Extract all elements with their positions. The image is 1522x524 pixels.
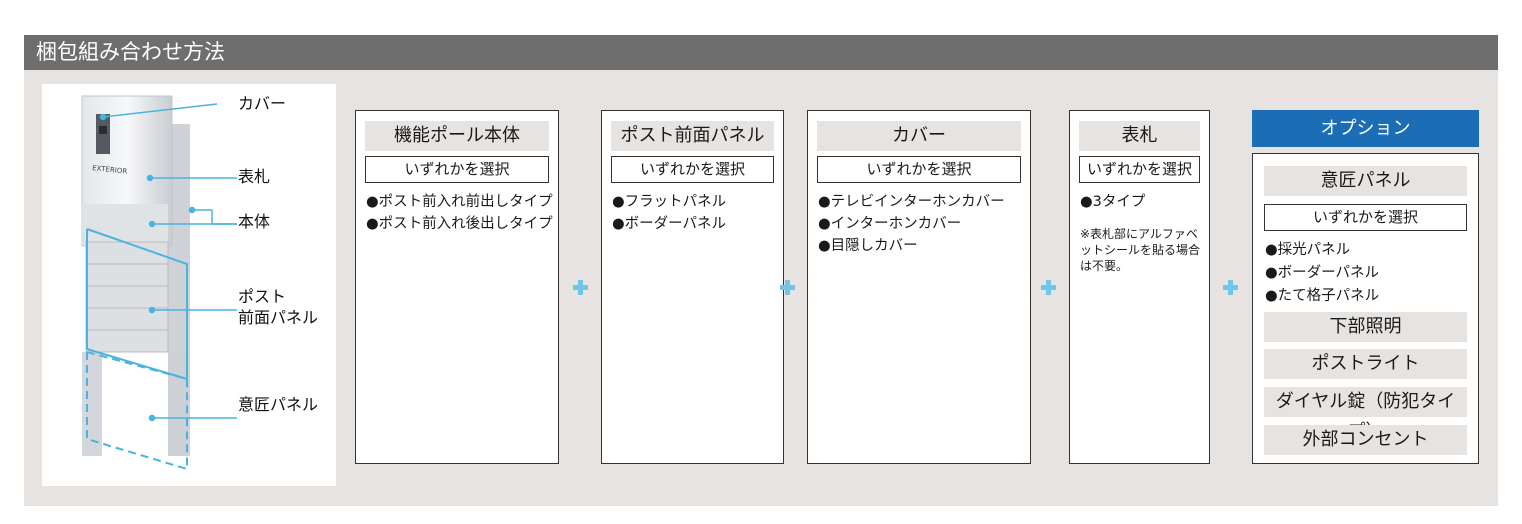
- option-outlet: 外部コンセント: [1264, 425, 1467, 455]
- item-list: ●採光パネル ●ボーダーパネル ●たて格子パネル: [1265, 239, 1379, 308]
- column-front-panel: ポスト前面パネル いずれかを選択 ●フラットパネル ●ボーダーパネル: [601, 110, 784, 464]
- option-tab: オプション: [1252, 110, 1479, 147]
- callout-cover: カバー: [238, 94, 287, 113]
- plus-icon: [1223, 280, 1238, 295]
- list-item: ●3タイプ: [1080, 194, 1146, 210]
- list-item: ●たて格子パネル: [1265, 288, 1380, 304]
- column-title: カバー: [817, 121, 1021, 151]
- list-item: ●ボーダーパネル: [612, 216, 727, 232]
- select-label: いずれかを選択: [365, 156, 549, 183]
- column-cover: カバー いずれかを選択 ●テレビインターホンカバー ●インターホンカバー ●目隠…: [807, 110, 1031, 464]
- post-pole-illustration: EXTERIOR: [81, 95, 237, 471]
- list-item: ●テレビインターホンカバー: [818, 194, 1005, 210]
- callout-nameplate: 表札: [238, 167, 271, 186]
- callout-post: ポスト 前面パネル: [238, 286, 318, 328]
- list-item: ●ポスト前入れ後出しタイプ: [366, 216, 553, 232]
- nameplate-note: ※表札部にアルファベットシールを貼る場合は不要。: [1080, 227, 1201, 273]
- list-item: ●フラットパネル: [612, 194, 727, 210]
- item-list: ●ポスト前入れ前出しタイプ ●ポスト前入れ後出しタイプ: [366, 191, 553, 235]
- list-item: ●採光パネル: [1265, 242, 1351, 258]
- list-item: ●ボーダーパネル: [1265, 265, 1380, 281]
- item-list: ●フラットパネル ●ボーダーパネル: [612, 191, 726, 235]
- list-item: ●インターホンカバー: [818, 216, 962, 232]
- column-title: 機能ポール本体: [365, 121, 549, 151]
- option-lower-light: 下部照明: [1264, 312, 1467, 342]
- column-title: ポスト前面パネル: [611, 121, 774, 151]
- item-list: ●テレビインターホンカバー ●インターホンカバー ●目隠しカバー: [818, 191, 1005, 257]
- option-box: 意匠パネル いずれかを選択 ●採光パネル ●ボーダーパネル ●たて格子パネル 下…: [1252, 153, 1479, 464]
- callout-post-line1: ポスト: [238, 287, 287, 306]
- option-post-light: ポストライト: [1264, 349, 1467, 379]
- section-title: 梱包組み合わせ方法: [36, 40, 225, 64]
- section-header: 梱包組み合わせ方法: [24, 35, 1498, 70]
- plus-icon: [1041, 280, 1056, 295]
- product-photo: EXTERIOR: [42, 84, 336, 486]
- callout-post-line2: 前面パネル: [238, 308, 319, 327]
- list-item: ●目隠しカバー: [818, 238, 918, 254]
- option-dial-lock: ダイヤル錠（防犯タイプ）: [1264, 387, 1467, 442]
- option-design-panel-title: 意匠パネル: [1264, 166, 1467, 196]
- svg-text:EXTERIOR: EXTERIOR: [92, 164, 128, 176]
- column-pole-body: 機能ポール本体 いずれかを選択 ●ポスト前入れ前出しタイプ ●ポスト前入れ後出し…: [355, 110, 559, 464]
- select-label: いずれかを選択: [611, 156, 774, 183]
- column-nameplate: 表札 いずれかを選択 ●3タイプ ※表札部にアルファベットシールを貼る場合は不要…: [1069, 110, 1210, 464]
- column-title: 表札: [1079, 121, 1200, 151]
- item-list: ●3タイプ: [1080, 191, 1145, 213]
- callout-body: 本体: [238, 212, 271, 231]
- plus-icon: [573, 280, 588, 295]
- select-label: いずれかを選択: [1079, 156, 1200, 183]
- content-panel: EXTERIOR: [24, 70, 1498, 506]
- list-item: ●ポスト前入れ前出しタイプ: [366, 194, 553, 210]
- plus-icon: [780, 280, 795, 295]
- select-label: いずれかを選択: [817, 156, 1021, 183]
- callout-design-panel: 意匠パネル: [238, 395, 319, 414]
- select-label: いずれかを選択: [1264, 204, 1467, 231]
